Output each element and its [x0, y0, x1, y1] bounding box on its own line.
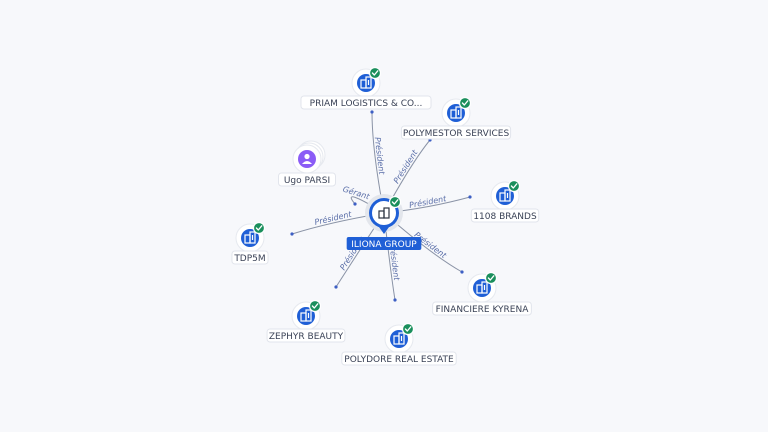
- edge-arrow-icon: [468, 195, 472, 199]
- edge-label: Président: [408, 193, 448, 210]
- node-polymestor[interactable]: POLYMESTOR SERVICES: [400, 96, 512, 140]
- edge-label: Gérant: [342, 184, 372, 202]
- edge-arrow-icon: [393, 298, 397, 302]
- verified-check-icon: [388, 195, 402, 209]
- node-center[interactable]: ILIONA GROUP: [346, 194, 422, 250]
- node-zephyr[interactable]: ZEPHYR BEAUTY: [266, 299, 346, 343]
- node-brands[interactable]: 1108 BRANDS: [470, 179, 540, 223]
- node-priam[interactable]: PRIAM LOGISTICS & CO...: [300, 66, 432, 110]
- edge-label: Président: [313, 209, 353, 227]
- node-label: PRIAM LOGISTICS & CO...: [310, 99, 423, 109]
- nodes-layer: PRIAM LOGISTICS & CO... POLYMESTOR SERVIC…: [231, 66, 540, 366]
- verified-check-icon: [484, 271, 498, 285]
- company-icon: [244, 231, 256, 244]
- company-icon: [360, 76, 372, 89]
- node-polydore[interactable]: POLYDORE REAL ESTATE: [341, 322, 457, 366]
- node-label: POLYMESTOR SERVICES: [403, 129, 510, 139]
- node-label: Ugo PARSI: [284, 176, 330, 186]
- node-label: POLYDORE REAL ESTATE: [344, 355, 454, 365]
- edge-label: Président: [373, 136, 387, 175]
- edge-arrow-icon: [334, 285, 338, 289]
- edge-arrow-icon: [353, 202, 357, 206]
- node-ugo[interactable]: Ugo PARSI: [278, 140, 336, 187]
- person-icon: [302, 153, 312, 164]
- company-icon: [378, 207, 390, 219]
- node-label: TDP5M: [233, 254, 265, 264]
- node-label: ZEPHYR BEAUTY: [269, 332, 344, 342]
- verified-check-icon: [507, 179, 521, 193]
- node-kyrena[interactable]: FINANCIERE KYRENA: [432, 271, 532, 316]
- edge-label: Président: [387, 242, 402, 281]
- company-icon: [393, 332, 405, 345]
- verified-check-icon: [458, 96, 472, 110]
- edge-arrow-icon: [370, 110, 374, 114]
- company-icon: [300, 309, 312, 322]
- company-icon: [450, 106, 462, 119]
- node-tdp5m[interactable]: TDP5M: [231, 221, 269, 265]
- node-label: 1108 BRANDS: [473, 212, 537, 222]
- edge-label: Président: [391, 147, 420, 185]
- verified-check-icon: [252, 221, 266, 235]
- verified-check-icon: [368, 66, 382, 80]
- verified-check-icon: [308, 299, 322, 313]
- company-icon: [499, 189, 511, 202]
- node-label: FINANCIERE KYRENA: [436, 305, 530, 315]
- verified-check-icon: [401, 322, 415, 336]
- edge-arrow-icon: [460, 270, 464, 274]
- center-label: ILIONA GROUP: [351, 240, 417, 250]
- company-icon: [476, 281, 488, 294]
- edge-arrow-icon: [290, 232, 294, 236]
